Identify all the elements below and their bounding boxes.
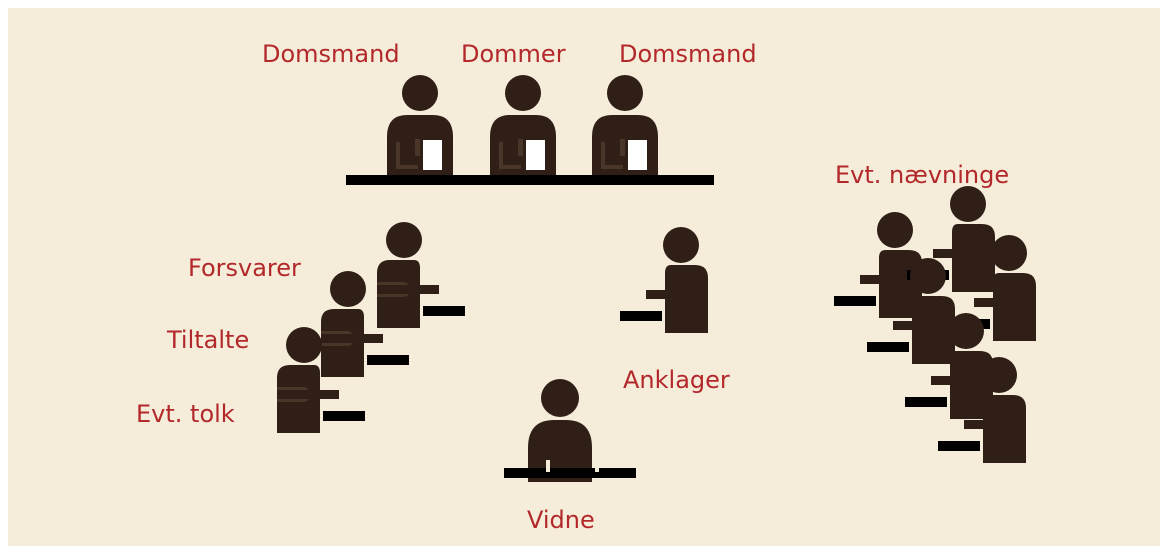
lay-judge-right-label: Domsmand xyxy=(619,40,757,68)
witness-figure xyxy=(504,379,636,482)
courtroom-diagram: Domsmand Dommer Domsmand Evt. nævninge F… xyxy=(8,8,1160,546)
prosecutor-label: Anklager xyxy=(623,366,730,394)
lay-judge-right-figure xyxy=(590,73,660,177)
judge-figure xyxy=(488,73,558,177)
courtroom-figures xyxy=(277,73,1036,482)
defender-label: Forsvarer xyxy=(188,254,301,282)
lay-judge-left-label: Domsmand xyxy=(262,40,400,68)
defendant-label: Tiltalte xyxy=(167,326,250,354)
juror-figure xyxy=(834,212,922,318)
witness-label: Vidne xyxy=(527,506,595,534)
prosecutor-figure xyxy=(620,227,708,333)
interpreter-label: Evt. tolk xyxy=(136,400,235,428)
jurors-group xyxy=(834,186,1036,463)
lay-judge-left-figure xyxy=(385,73,455,177)
judges-bench xyxy=(346,175,714,185)
defender-figure xyxy=(377,222,465,328)
judge-label: Dommer xyxy=(461,40,566,68)
jurors-label: Evt. nævninge xyxy=(835,161,1010,189)
